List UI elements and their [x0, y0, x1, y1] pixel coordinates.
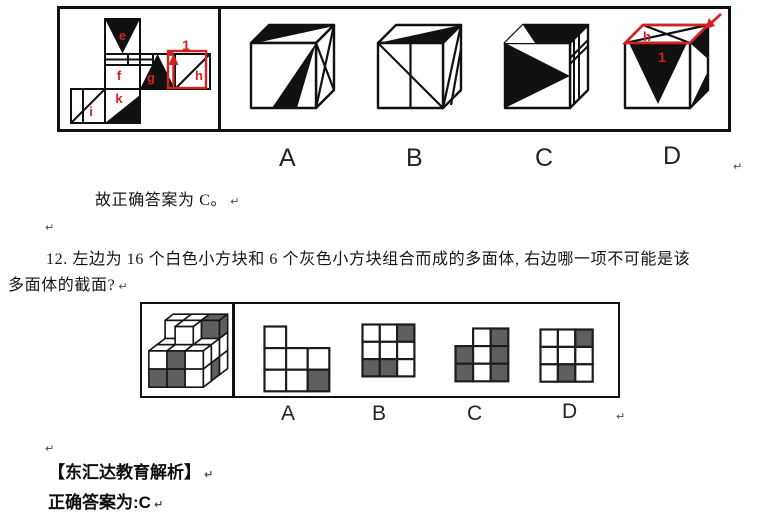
- figure2-option-label-b: B: [372, 402, 387, 425]
- net-label-g: g: [147, 70, 155, 85]
- figure1-option-label-a: A: [279, 144, 296, 172]
- figure2-option-d-grid: [538, 327, 596, 390]
- figure1-box: e f g h i k 1: [57, 6, 731, 132]
- cube-option-a: [249, 23, 336, 110]
- paragraph-mark: ↵: [616, 410, 626, 423]
- net-red-dot: [168, 50, 174, 57]
- net-label-k: k: [115, 91, 123, 106]
- net-up-arrow: [168, 54, 179, 65]
- net-label-h: h: [195, 68, 203, 83]
- answer-text: 故正确答案为 C。: [95, 192, 228, 209]
- analysis-header: 【东汇达教育解析】: [48, 463, 201, 482]
- net-highlight-square: [166, 49, 208, 90]
- paragraph-mark: ↵: [118, 280, 129, 293]
- polyhedron-figure: [148, 313, 229, 388]
- cube-d-label-1: 1: [658, 49, 666, 65]
- cube-option-c: [503, 23, 590, 110]
- figure2-option-label-a: A: [281, 402, 296, 425]
- question-12-line1: 12. 左边为 16 个白色小方块和 6 个灰色小方块组合而成的多面体, 右边哪…: [46, 251, 691, 268]
- figure2-option-b-grid: [360, 322, 417, 384]
- figure2-option-c-grid: [453, 326, 511, 389]
- paragraph-mark: ↵: [733, 160, 743, 173]
- net-label-f: f: [117, 68, 122, 83]
- figure2-divider: [232, 304, 235, 396]
- paragraph-mark: ↵: [153, 498, 164, 511]
- cube-d-arrow: [705, 18, 715, 29]
- cube-option-b: [376, 23, 463, 110]
- figure1-divider: [218, 9, 221, 129]
- paragraph-mark: ↵: [230, 195, 240, 208]
- answer-line-q11: 故正确答案为 C。↵: [95, 186, 240, 210]
- analysis-header-line: 【东汇达教育解析】↵: [48, 458, 213, 483]
- question-12-line2: 多面体的截面?↵: [8, 271, 128, 295]
- question-12-line2-text: 多面体的截面?: [8, 277, 116, 294]
- cube-option-d: h 1: [621, 13, 722, 110]
- paragraph-mark: ↵: [45, 442, 55, 455]
- paragraph-mark: ↵: [45, 221, 55, 234]
- cube-net-diagram: e f g h i k 1: [70, 18, 211, 124]
- net-label-1: 1: [182, 37, 190, 53]
- figure1-option-label-d: D: [663, 142, 682, 170]
- paragraph-mark: ↵: [204, 468, 214, 481]
- figure1-option-label-c: C: [535, 144, 554, 172]
- analysis-answer-line: 正确答案为:C↵: [48, 488, 163, 513]
- figure2-option-a-grid: [262, 324, 332, 399]
- net-label-e: e: [119, 28, 126, 43]
- net-label-i: i: [89, 104, 93, 119]
- cube-d-label-h: h: [643, 29, 651, 44]
- figure2-option-label-d: D: [562, 400, 578, 423]
- analysis-answer: 正确答案为:C: [48, 493, 151, 512]
- figure1-option-label-b: B: [406, 144, 423, 172]
- figure2-option-label-c: C: [467, 402, 483, 425]
